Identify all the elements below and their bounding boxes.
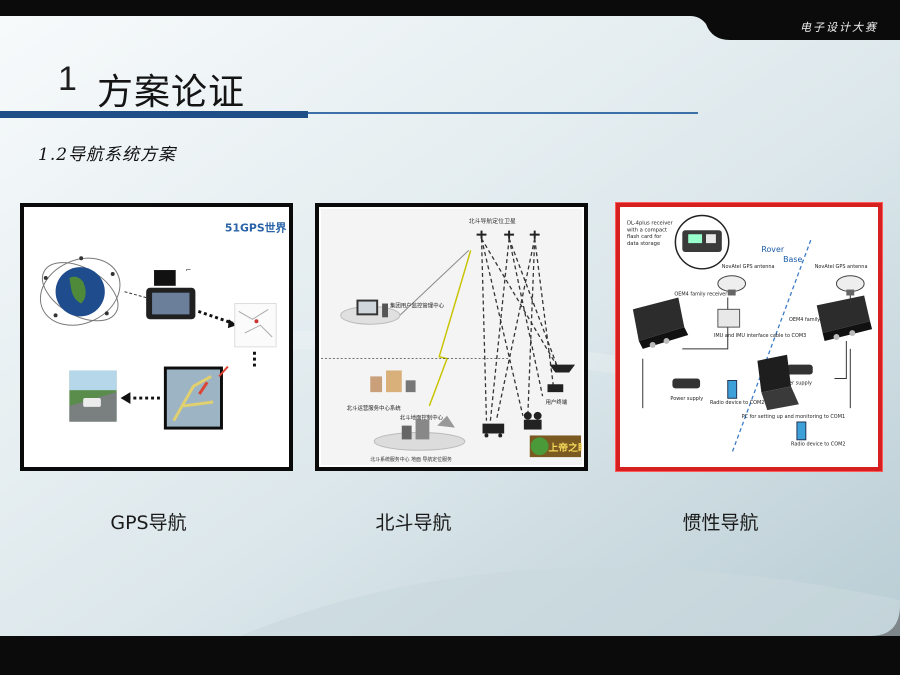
svg-text:Power supply: Power supply (779, 380, 812, 386)
slide-title: 方案论证 (97, 72, 246, 113)
map-sketch-icon (234, 303, 277, 348)
gps-navigation-image: 51GPS世界 ⌐ (20, 203, 293, 471)
title-underline-thick (0, 111, 308, 118)
monitor-center-icon (340, 299, 401, 325)
gps-device-icon (124, 270, 196, 320)
beidou-navigation-image: 北斗导航定位卫星 (315, 203, 588, 471)
oem4-receiver-icon (816, 295, 873, 341)
svg-text:Radio device to COM2: Radio device to COM2 (710, 400, 765, 406)
gps-antenna-icon (717, 275, 747, 296)
laptop-icon (757, 354, 799, 411)
svg-text:上帝之眼: 上帝之眼 (548, 441, 582, 454)
svg-text:北斗运营服务中心系统: 北斗运营服务中心系统 (347, 404, 402, 412)
svg-text:⌐: ⌐ (186, 266, 192, 274)
section-number: 1 (58, 60, 77, 98)
gps-badge: 51GPS世界 (225, 221, 287, 235)
title-underline-thin (308, 112, 698, 114)
beidou-diagram: 北斗导航定位卫星 (321, 209, 582, 465)
gps-diagram: 51GPS世界 ⌐ (39, 221, 287, 430)
radio-device-icon (727, 379, 738, 399)
boat-icon (549, 364, 576, 373)
svg-text:北斗导航定位卫星: 北斗导航定位卫星 (469, 217, 516, 225)
caption-gps: GPS导航 (110, 512, 187, 534)
tank-icon (547, 384, 564, 393)
dl4-receiver-label: DL-4plus receiver with a compact flash c… (627, 220, 674, 247)
car-photo-icon (69, 370, 117, 422)
svg-text:Radio device to COM2: Radio device to COM2 (791, 442, 846, 448)
svg-text:NovAtel GPS antenna: NovAtel GPS antenna (815, 264, 868, 270)
power-supply-icon (787, 364, 813, 375)
svg-text:Rover: Rover (761, 245, 784, 254)
inertial-navigation-image: DL-4plus receiver with a compact flash c… (615, 202, 883, 472)
navigation-screen-icon (163, 365, 229, 430)
power-supply-icon (672, 378, 701, 389)
globe-icon (39, 256, 121, 326)
rover-base-divider (731, 239, 812, 454)
truck-icon (482, 423, 505, 438)
operation-center-icon (370, 370, 416, 393)
svg-text:用户终端: 用户终端 (546, 398, 568, 406)
svg-text:NovAtel GPS antenna: NovAtel GPS antenna (722, 264, 775, 270)
header-tag: 电子设计大赛 (800, 21, 878, 34)
caption-beidou: 北斗导航 (375, 512, 452, 534)
imu-icon (717, 308, 741, 328)
god-eye-logo: 上帝之眼 (529, 435, 582, 458)
subtitle: 1.2导航系统方案 (38, 145, 177, 165)
dl4-receiver-icon (674, 214, 730, 270)
caption-inertial: 惯性导航 (682, 512, 759, 534)
radio-device-icon (796, 421, 807, 441)
ground-station-icon (373, 415, 466, 451)
svg-text:PC for setting up and monitori: PC for setting up and monitoring to COM1 (742, 414, 846, 420)
svg-text:Base: Base (783, 255, 802, 264)
satellite-icon (476, 230, 540, 239)
people-icon (523, 411, 542, 430)
svg-text:北斗地面控制中心: 北斗地面控制中心 (400, 414, 444, 422)
signal-beams (480, 238, 558, 421)
svg-text:OEM4 family receiver: OEM4 family receiver (674, 291, 728, 297)
svg-text:北斗系统服务中心 地面 导航定位服务: 北斗系统服务中心 地面 导航定位服务 (370, 456, 452, 463)
flow-arrow (197, 310, 234, 325)
gps-antenna-icon (835, 275, 865, 296)
svg-text:Power supply: Power supply (670, 396, 703, 402)
oem4-receiver-icon (632, 297, 689, 349)
svg-text:IMU and IMU interface cable to: IMU and IMU interface cable to COM3 (714, 333, 806, 339)
svg-text:集团用户监控管理中心: 集团用户监控管理中心 (390, 301, 445, 309)
svg-text:OEM4 family receiver: OEM4 family receiver (789, 317, 843, 323)
inertial-diagram: DL-4plus receiver with a compact flash c… (627, 214, 873, 454)
